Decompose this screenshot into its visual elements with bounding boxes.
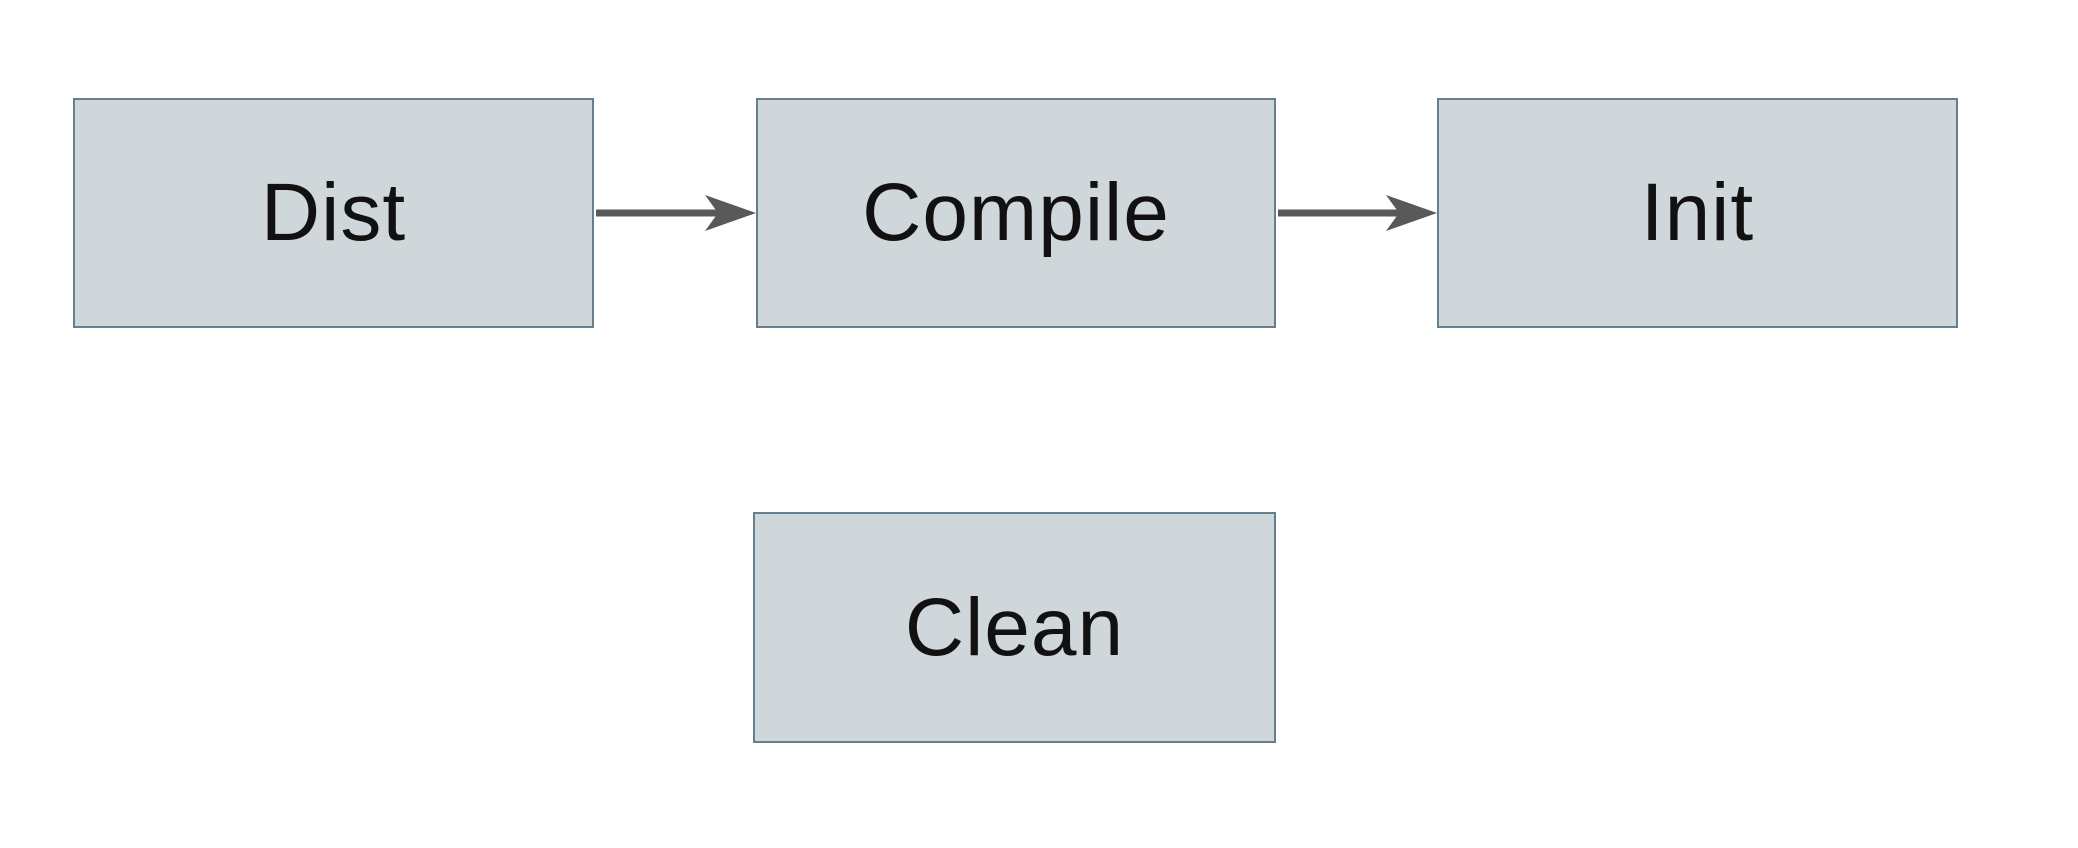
node-clean-label: Clean [904,581,1125,673]
flowchart-node-clean[interactable]: Clean [753,512,1276,743]
arrow-right-icon [705,195,756,231]
connector-compile-to-init [1278,195,1437,231]
node-dist-label: Dist [260,167,407,258]
flowchart-node-compile[interactable]: Compile [756,98,1276,328]
arrow-right-icon [1386,195,1437,231]
connector-dist-to-compile [596,195,756,231]
flowchart-node-dist[interactable]: Dist [73,98,594,328]
node-init-label: Init [1640,167,1755,258]
node-compile-label: Compile [862,167,1170,258]
flowchart-node-init[interactable]: Init [1437,98,1958,328]
